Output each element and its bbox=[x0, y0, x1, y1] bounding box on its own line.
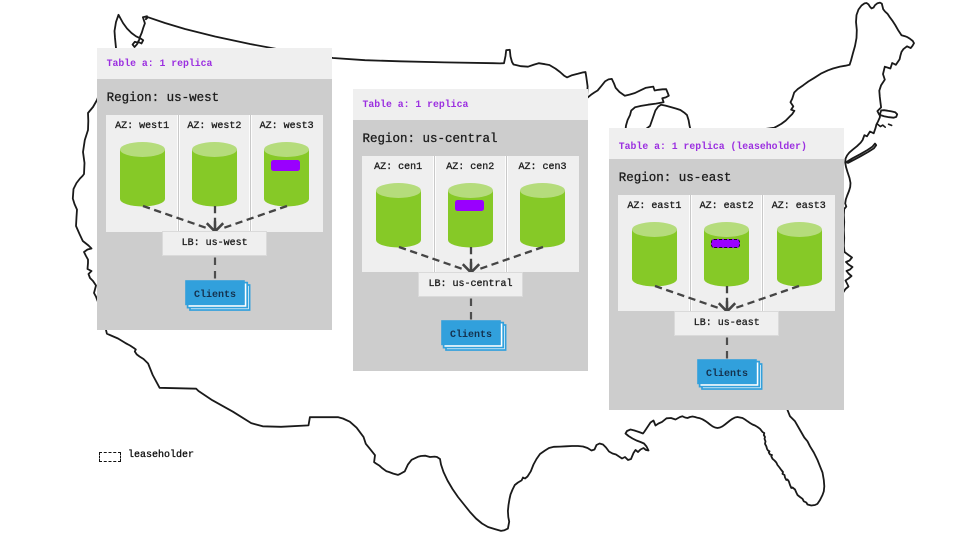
svg-text:Clients: Clients bbox=[449, 329, 491, 341]
svg-text:Clients: Clients bbox=[194, 288, 236, 300]
svg-text:Clients: Clients bbox=[706, 368, 748, 380]
